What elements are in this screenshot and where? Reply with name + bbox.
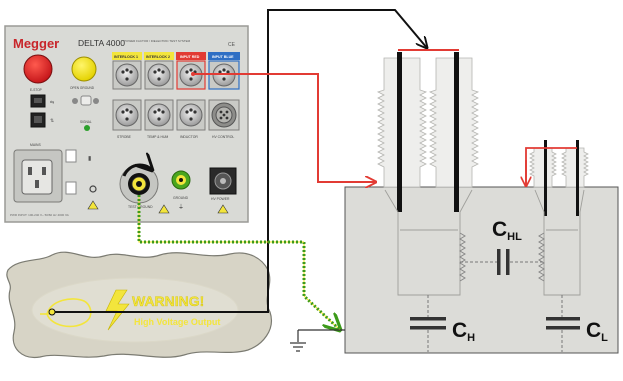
power-indicator <box>89 185 97 193</box>
lv-conductor-left <box>544 140 547 216</box>
chl-plate-right <box>506 249 510 275</box>
hv-rotation-arrow-icon <box>122 165 152 177</box>
lv-bushing-left <box>529 147 557 188</box>
ce-mark: CE <box>228 42 236 48</box>
model-subtitle: POWER FACTOR / DIELECTRIC TEST SYSTEM <box>124 39 191 43</box>
input-red-label: INPUT RED <box>180 55 200 59</box>
footer-note: PWR INPUT: 100-240 V~ 50/60 Hz 4000 VA <box>10 213 69 217</box>
temp-hum-label: TEMP & HUM <box>147 135 168 139</box>
ground-terminal-center <box>179 178 183 182</box>
network-icon: ⇅ <box>50 118 54 124</box>
hv-control-label: HV CONTROL <box>212 135 234 139</box>
switch-knob-left <box>72 98 78 104</box>
warning-text: High Voltage Output <box>134 317 220 327</box>
lv-bushing-right <box>561 147 589 188</box>
strobe-label: STROBE <box>117 135 132 139</box>
transformer-tank <box>344 186 619 354</box>
interlock2-strip <box>144 52 174 60</box>
warning-panel-bg <box>6 251 272 359</box>
hv-power-warning-icon <box>217 204 229 214</box>
red-input-lead <box>193 73 376 182</box>
ch-plate-bottom <box>410 326 446 330</box>
estop-button[interactable] <box>23 54 53 84</box>
ground-lead-stripe <box>138 195 341 331</box>
hv-power-pin <box>220 178 226 184</box>
signal-led <box>84 125 90 131</box>
red-lead-plug <box>191 72 195 76</box>
cl-plate-top <box>546 317 580 321</box>
cl-plate-bottom <box>546 326 580 330</box>
test-ground-label: TEST GROUND <box>128 205 153 209</box>
hv-lead-clip <box>48 308 56 316</box>
ch-label: CH <box>452 319 475 344</box>
fuse-holder-2[interactable] <box>65 181 77 195</box>
ground-label: GROUND <box>173 196 189 200</box>
open-ground-button[interactable] <box>71 56 97 82</box>
usb-port-inner <box>34 98 42 103</box>
ch-plate-top <box>410 317 446 321</box>
connector-temp-hum[interactable] <box>144 99 174 131</box>
model-name: DELTA 4000 <box>78 38 125 48</box>
mains-pin-1 <box>28 167 32 175</box>
hv-warning-icon <box>158 204 170 214</box>
switch-knob-right <box>93 98 99 104</box>
connector-interlock2[interactable] <box>144 60 174 90</box>
warning-area: WARNING! High Voltage Output <box>6 251 272 359</box>
input-red-strip <box>176 52 206 60</box>
chl-label: CHL <box>492 218 522 243</box>
warning-highlight <box>31 277 239 343</box>
estop-label: E-STOP <box>30 88 42 92</box>
earth-ground-icon <box>290 329 345 352</box>
mains-label: MAINS <box>30 143 41 147</box>
hv-test-lead <box>52 9 427 313</box>
cl-label: CL <box>586 319 608 344</box>
power-switch-icon: ▮ <box>88 156 91 162</box>
lv-coil-icon <box>538 232 545 282</box>
inductor-label: INDUCTOR <box>180 135 198 139</box>
usb-icon: ⇆ <box>50 100 54 106</box>
mains-pin-2 <box>42 167 46 175</box>
hv-power-label: HV POWER <box>211 197 230 201</box>
input-blue-strip <box>208 52 240 60</box>
mains-pin-3 <box>35 180 39 188</box>
lv-conductor-right <box>576 140 579 216</box>
interlock2-label: INTERLOCK 2 <box>146 55 170 59</box>
hv-output-terminal-center <box>136 181 142 187</box>
ethernet-port-inner <box>34 116 42 123</box>
instrument-panel: Megger DELTA 4000 POWER FACTOR / DIELECT… <box>4 25 249 223</box>
warning-title: WARNING! <box>132 293 204 309</box>
fuse-holder-1[interactable] <box>65 149 77 163</box>
mains-warning-icon <box>87 200 99 210</box>
connector-hv-control[interactable] <box>208 99 240 131</box>
connector-strobe[interactable] <box>112 99 142 131</box>
internal-windings <box>384 189 585 296</box>
hv-conductor-right <box>454 52 459 212</box>
signal-label: SIGNAL <box>80 120 92 124</box>
input-blue-label: INPUT BLUE <box>212 55 234 59</box>
open-ground-label: OPEN GROUND <box>70 86 95 90</box>
chl-plate-left <box>497 249 501 275</box>
connector-interlock1[interactable] <box>112 60 142 90</box>
interlock1-strip <box>112 52 142 60</box>
hv-coil-icon <box>459 232 466 282</box>
transformer: CHL CH CL <box>344 52 619 354</box>
ground-symbol-icon: ⏚ <box>178 204 184 211</box>
mode-switch[interactable] <box>80 95 92 106</box>
brand-logo: Megger <box>13 36 59 51</box>
hv-conductor-left <box>397 52 402 212</box>
mains-socket[interactable] <box>21 159 53 195</box>
interlock1-label: INTERLOCK 1 <box>114 55 138 59</box>
connector-inductor[interactable] <box>176 99 206 131</box>
